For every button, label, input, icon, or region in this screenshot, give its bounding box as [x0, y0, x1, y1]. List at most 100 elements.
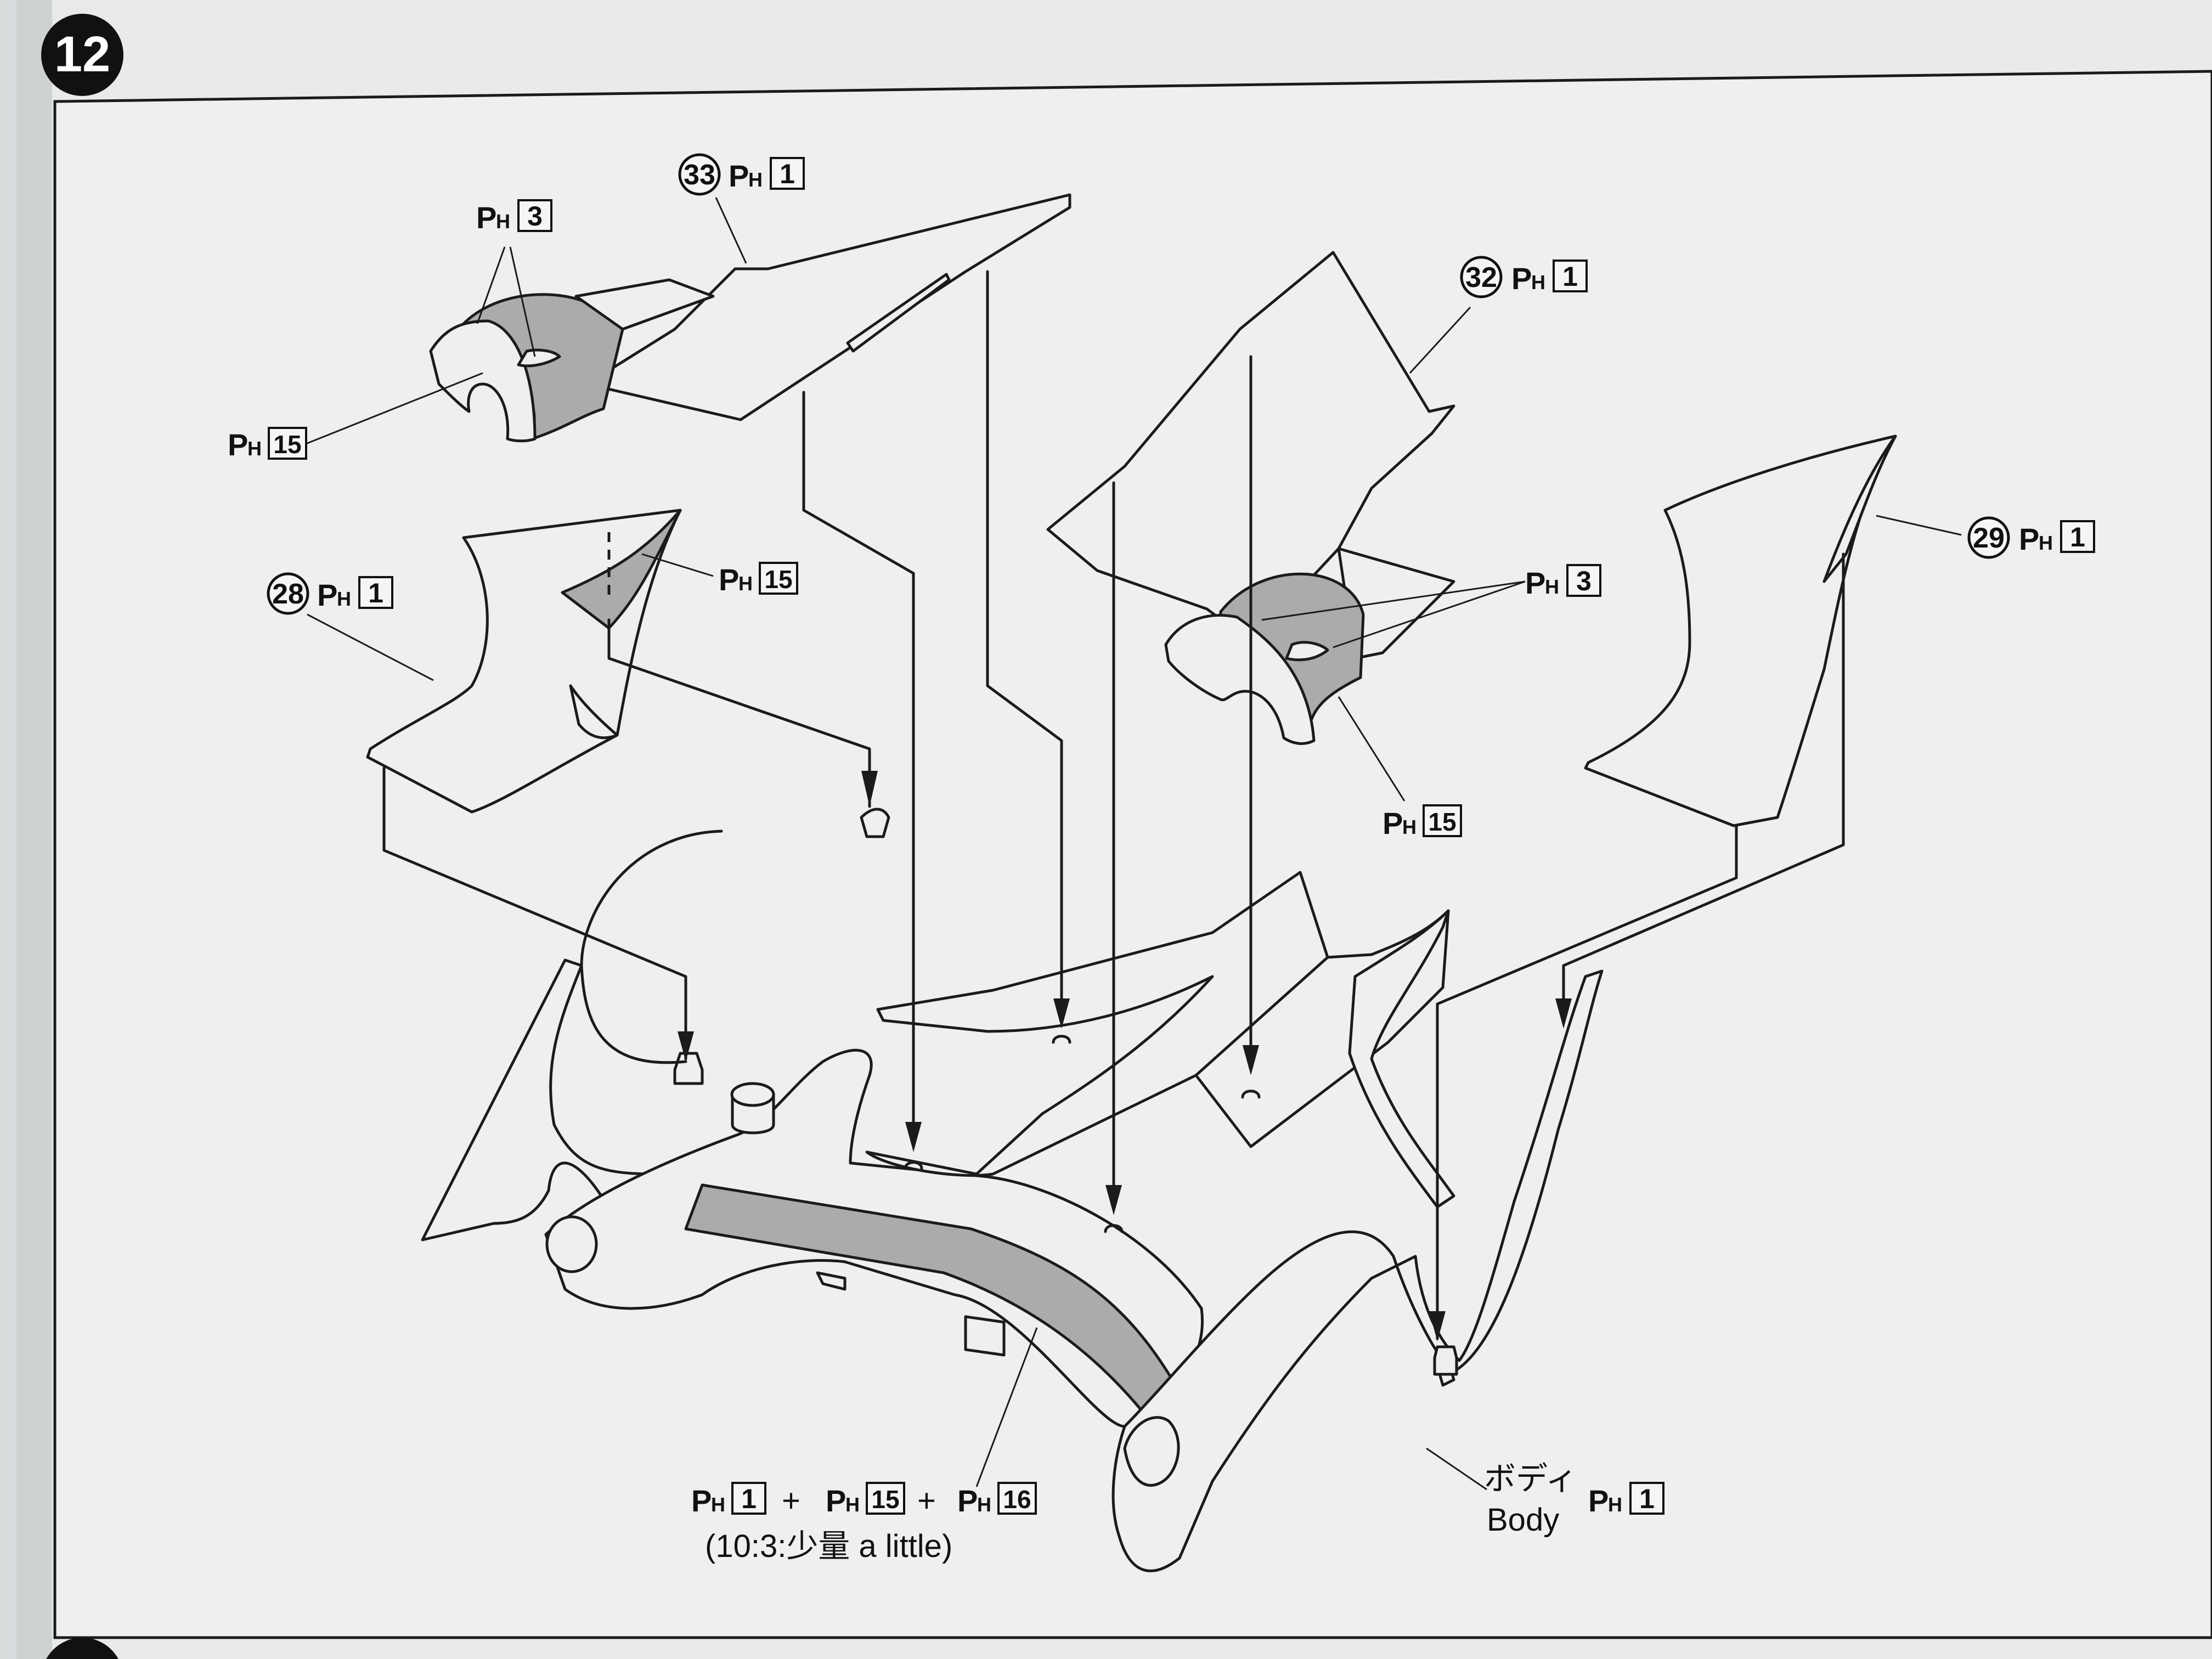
leader-ph3-left-a [476, 246, 506, 324]
guide-33-to-frame [986, 270, 1063, 1011]
part-32-duct-front [1164, 614, 1316, 745]
ph-prefix: P [476, 200, 496, 235]
part-33-duct-front [429, 319, 537, 443]
label-part-33: 33 P H 1 [678, 153, 805, 196]
ph-prefix: P [1525, 566, 1545, 600]
assembly-guides [382, 270, 1845, 1341]
part-33-rail [846, 273, 951, 353]
clip-left [673, 1052, 704, 1085]
part-28-assembly [366, 509, 682, 814]
ph-sub: H [337, 588, 351, 610]
part-28-paint: 1 [368, 578, 383, 608]
mix-plus-1: + [782, 1483, 800, 1519]
next-step-badge [46, 1638, 119, 1659]
ph-prefix: P [719, 562, 739, 597]
leader-lines [304, 197, 1962, 1491]
part-32-paint: 1 [1562, 261, 1578, 292]
body-post-top [730, 1082, 775, 1107]
ph-sub: H [748, 168, 763, 191]
part-33-vent-hole [517, 348, 561, 368]
ph-sub: H [1402, 816, 1417, 838]
ph-prefix: P [1511, 261, 1532, 296]
ph-sub: H [977, 1493, 991, 1516]
body-right-frame [1348, 909, 1455, 1209]
part-29-panel [1584, 435, 1897, 827]
guide-28-loop [580, 830, 723, 1064]
arrowhead-a [861, 771, 878, 806]
label-ph3-right: P H 3 [1525, 564, 1601, 600]
part-28-number: 28 [272, 578, 304, 610]
part-33-assembly [429, 193, 1071, 443]
leader-ph15-a [304, 372, 483, 445]
label-ph15-c: P H 15 [1383, 804, 1462, 840]
part-29-paint: 1 [2070, 522, 2085, 552]
step-badge: 12 [41, 14, 123, 96]
clip-body-right [1433, 1345, 1458, 1376]
label-body: ボディ Body P H 1 [1484, 1461, 1664, 1538]
body-left-peg [545, 1215, 598, 1273]
clip-center [860, 808, 890, 838]
leader-ph3-right-a [1261, 580, 1526, 621]
ph-prefix: P [691, 1483, 712, 1518]
ph-prefix: P [228, 427, 248, 462]
ph-prefix: P [729, 159, 749, 193]
label-paint-mix: P H 1 + P H 15 + P H 16 (10:3:少量 a littl… [691, 1482, 1037, 1564]
ph-sub: H [2039, 532, 2053, 554]
body-tab-b [964, 1315, 1006, 1357]
arrowhead-d [1053, 998, 1070, 1029]
ph-prefix: P [826, 1483, 846, 1518]
page-gutter [16, 0, 52, 1659]
ph15-a-value: 15 [273, 430, 301, 459]
part-28-edge [569, 684, 619, 740]
body-label-en: Body [1487, 1502, 1559, 1538]
arrowhead-e [1105, 1185, 1122, 1215]
ph-sub: H [247, 437, 262, 460]
ph-sub: H [1608, 1493, 1622, 1516]
part-29-number: 29 [1973, 522, 2005, 554]
ph-sub: H [711, 1493, 725, 1516]
ph-sub: H [496, 210, 510, 233]
label-part-32: 32 P H 1 [1460, 256, 1588, 298]
body-right-peg [1123, 1416, 1180, 1487]
part-29-edge [1822, 435, 1897, 583]
part-32-vent-hole [1285, 641, 1329, 662]
label-ph15-b: P H 15 [719, 562, 798, 597]
leader-body [1426, 1447, 1487, 1491]
arrowhead-b [678, 1031, 694, 1062]
arrowhead-c [905, 1122, 922, 1152]
label-ph3-left: P H 3 [476, 199, 552, 235]
label-part-29: 29 P H 1 [1967, 516, 2095, 559]
leader-32 [1409, 306, 1471, 374]
part-29-assembly [1584, 435, 1897, 827]
part-33-number: 33 [684, 159, 715, 191]
ph15-b-value: 15 [764, 565, 792, 594]
step-number: 12 [54, 26, 110, 82]
leader-ph3-right-b [1333, 580, 1526, 648]
part-32-number: 32 [1465, 262, 1497, 294]
ph-prefix: P [317, 578, 337, 612]
mark-b [904, 1161, 923, 1170]
mark-d [1241, 1090, 1261, 1099]
mark-a [1052, 1035, 1071, 1044]
ph-sub: H [738, 572, 753, 595]
body-paint: 1 [1639, 1483, 1655, 1514]
body-center-frame [865, 871, 1329, 1177]
body-assembly [421, 871, 1604, 1572]
ph-prefix: P [1383, 806, 1403, 840]
guide-33-to-body [802, 391, 915, 1132]
ph-sub: H [845, 1493, 860, 1516]
leader-mix [975, 1327, 1038, 1487]
part-33-paint: 1 [780, 159, 795, 189]
mix-b: 15 [871, 1485, 899, 1514]
ph3-left-value: 3 [527, 201, 543, 232]
ph-prefix: P [1588, 1483, 1609, 1518]
label-part-28: 28 P H 1 [267, 572, 393, 615]
arrowhead-g [1429, 1311, 1446, 1341]
ph3-right-value: 3 [1576, 566, 1592, 596]
mark-c [1104, 1224, 1124, 1233]
guide-29-to-body [1436, 824, 1738, 1340]
mix-c: 16 [1003, 1485, 1031, 1514]
arrowhead-f [1243, 1045, 1259, 1075]
